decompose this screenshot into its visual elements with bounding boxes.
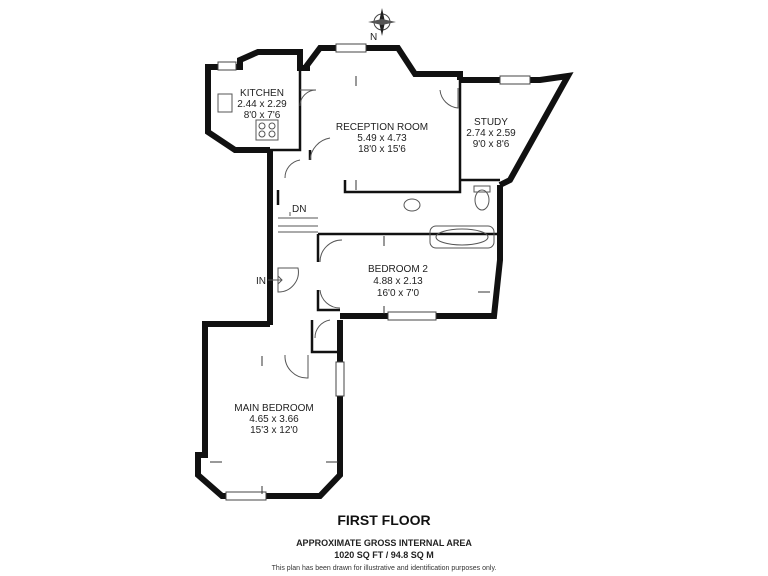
stairs	[278, 212, 318, 233]
bedroom2-imperial: 16'0 x 7'0	[377, 288, 420, 299]
reception-metric: 5.49 x 4.73	[357, 133, 407, 144]
main-bedroom-metric: 4.65 x 3.66	[249, 414, 299, 425]
study-name: STUDY	[474, 117, 508, 128]
reception-name: RECEPTION ROOM	[336, 122, 428, 133]
compass-label: N	[370, 32, 377, 43]
down-label: DN	[292, 204, 306, 215]
study-metric: 2.74 x 2.59	[466, 128, 516, 139]
inner-walls	[270, 68, 500, 354]
study-imperial: 9'0 x 8'6	[473, 139, 510, 150]
disclaimer: This plan has been drawn for illustrativ…	[271, 565, 497, 572]
bedroom2-name: BEDROOM 2	[368, 264, 428, 275]
floor-plan: N	[195, 8, 574, 501]
dimension-arrows	[210, 76, 490, 494]
door-swings	[277, 88, 459, 379]
kitchen-metric: 2.44 x 2.29	[237, 99, 287, 110]
bathroom-fixtures	[403, 185, 495, 249]
area-value: 1020 SQ FT / 94.8 SQ M	[334, 550, 434, 560]
reception-imperial: 18'0 x 15'6	[358, 144, 406, 155]
main-bedroom-imperial: 15'3 x 12'0	[250, 425, 298, 436]
main-bedroom-name: MAIN BEDROOM	[234, 403, 313, 414]
kitchen-imperial: 8'0 x 7'6	[244, 110, 281, 121]
area-title: APPROXIMATE GROSS INTERNAL AREA	[296, 538, 472, 548]
windows	[217, 43, 531, 501]
entrance-label: IN	[256, 276, 266, 287]
bedroom2-metric: 4.88 x 2.13	[373, 276, 423, 287]
entrance-arrow-icon	[268, 275, 283, 285]
compass-icon	[368, 8, 396, 36]
kitchen-fixtures	[217, 93, 279, 141]
floor-title: FIRST FLOOR	[337, 512, 431, 528]
kitchen-name: KITCHEN	[240, 88, 284, 99]
